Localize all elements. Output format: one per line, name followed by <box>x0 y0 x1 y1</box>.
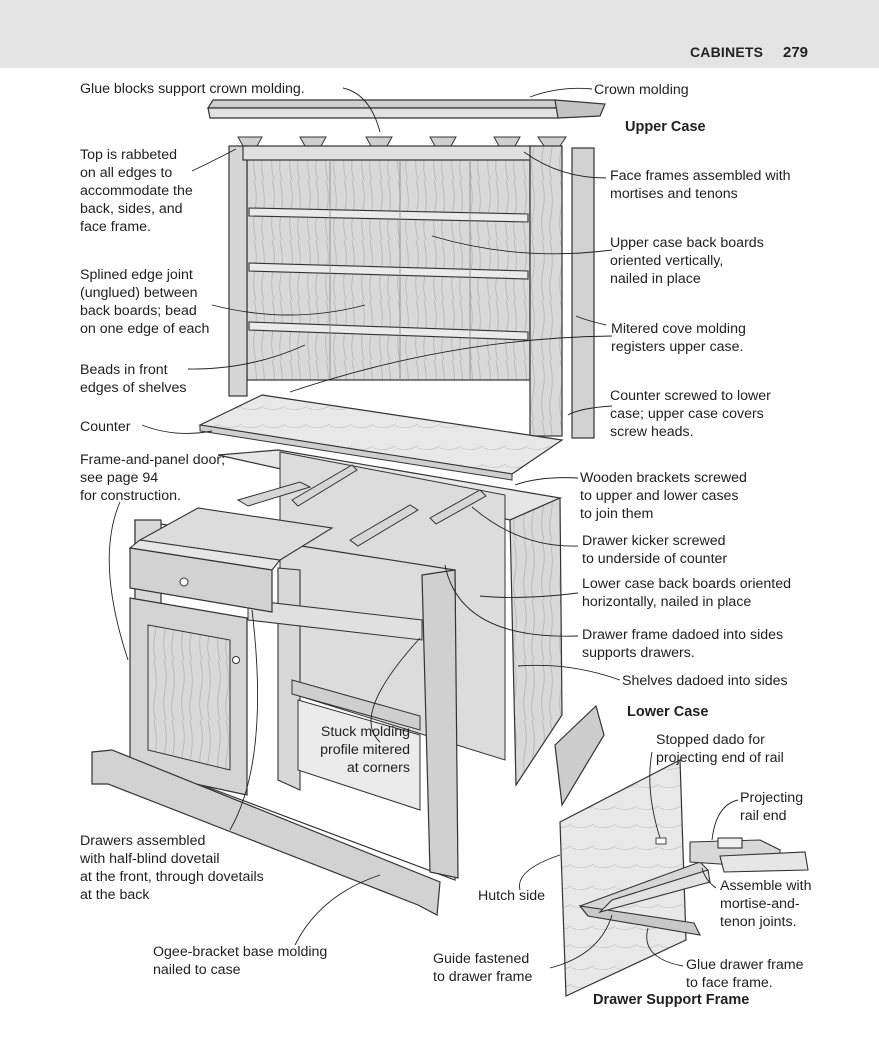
label-stopped-dado: Stopped dado for projecting end of rail <box>656 732 784 766</box>
drawer-support-frame-shape <box>578 837 809 936</box>
drawer-frame-rails <box>236 464 487 547</box>
section-title: CABINETS <box>690 44 764 60</box>
glue-blocks-shape <box>237 136 567 147</box>
label-beads-front: Beads in front edges of shelves <box>80 362 187 396</box>
label-shelves-dadoed: Shelves dadoed into sides <box>622 673 788 689</box>
label-splined-joint: Splined edge joint (unglued) between bac… <box>80 267 210 337</box>
crown-molding-shape <box>206 99 606 119</box>
label-projecting-rail: Projecting rail end <box>740 790 804 824</box>
label-drawer-kicker: Drawer kicker screwed to underside of co… <box>582 533 728 567</box>
label-crown-molding: Crown molding <box>594 82 689 98</box>
leader-lines <box>108 87 739 969</box>
label-stuck-molding: Stuck molding profile mitered at corners <box>320 724 410 776</box>
door-shape <box>129 597 248 796</box>
page-number: 279 <box>783 44 809 61</box>
label-ogee-bracket: Ogee-bracket base molding nailed to case <box>153 944 328 978</box>
label-upper-back-boards: Upper case back boards oriented vertical… <box>610 235 764 287</box>
title-drawer-support-frame: Drawer Support Frame <box>593 992 750 1008</box>
label-wooden-brackets: Wooden brackets screwed to upper and low… <box>580 470 747 522</box>
label-mortise-tenon: Assemble with mortise-and- tenon joints. <box>720 878 812 930</box>
label-drawer-frame-dadoed: Drawer frame dadoed into sides supports … <box>582 627 784 661</box>
label-counter-screwed: Counter screwed to lower case; upper cas… <box>610 388 771 440</box>
label-drawers-assembled: Drawers assembled with half-blind doveta… <box>80 833 264 903</box>
label-hutch-side: Hutch side <box>478 888 546 904</box>
label-mitered-cove: Mitered cove molding registers upper cas… <box>611 321 746 355</box>
upper-case-shape <box>228 145 595 439</box>
label-top-rabbeted: Top is rabbeted on all edges to accommod… <box>80 147 193 235</box>
label-glue-blocks: Glue blocks support crown molding. <box>80 81 305 97</box>
counter-shape <box>198 394 564 481</box>
label-counter: Counter <box>80 419 131 435</box>
base-molding-shape <box>91 704 605 916</box>
header-band <box>0 0 879 68</box>
label-guide-fastened: Guide fastened to drawer frame <box>433 951 533 985</box>
title-lower-case: Lower Case <box>627 704 709 720</box>
label-face-frames: Face frames assembled with mortises and … <box>610 168 791 202</box>
drawer-shape <box>128 507 334 613</box>
label-lower-back-boards: Lower case back boards oriented horizont… <box>582 576 791 610</box>
title-upper-case: Upper Case <box>625 119 706 135</box>
label-frame-panel-door: Frame-and-panel door; see page 94 for co… <box>80 452 226 504</box>
label-glue-drawer-frame: Glue drawer frame to face frame. <box>686 957 804 991</box>
